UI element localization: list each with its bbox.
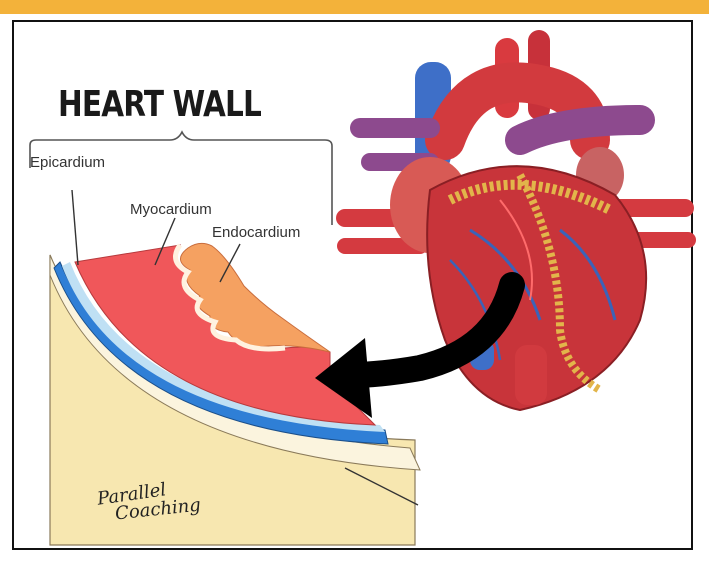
myocardium-label: Myocardium [130, 201, 212, 218]
endocardium-label: Endocardium [212, 224, 300, 241]
epicardium-label: Epicardium [30, 154, 105, 171]
diagram-title: HEART WALL [58, 84, 261, 125]
pulmonary-artery [520, 120, 640, 140]
anatomical-heart-illustration [345, 30, 688, 410]
epicardium-leader-line [72, 190, 78, 265]
descending-aorta [515, 345, 547, 405]
